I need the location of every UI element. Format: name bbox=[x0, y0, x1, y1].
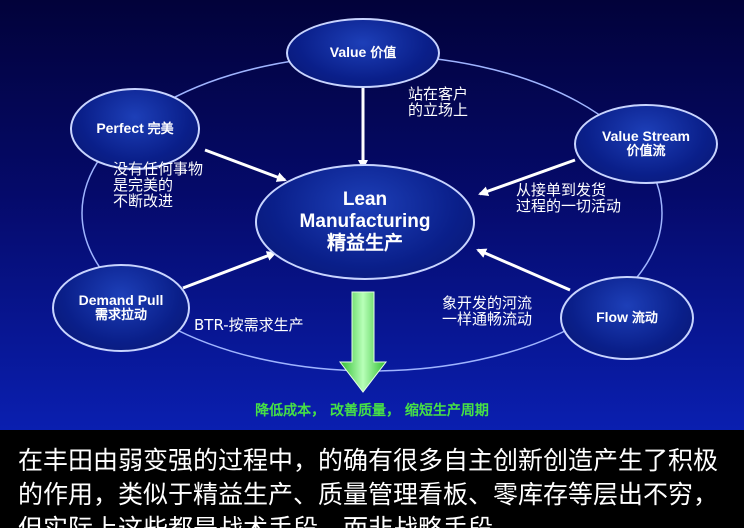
body-text: 在丰田由弱变强的过程中，的确有很多自主创新创造产生了积极的作用，类似于精益生产、… bbox=[0, 430, 744, 528]
arrow-demand-to-center bbox=[182, 251, 277, 290]
caption-perfect: 没有任何事物 是完美的 不断改进 bbox=[113, 160, 204, 210]
arrow-flow-to-center bbox=[476, 248, 571, 292]
caption-demand-pull: BTR-按需求生产 bbox=[194, 316, 304, 334]
caption-value-stream: 从接单到发货 过程的一切活动 bbox=[516, 181, 622, 215]
arrow-perfect-to-center bbox=[204, 148, 287, 182]
goal-text: 降低成本， 改善质量， 缩短生产周期 bbox=[255, 403, 489, 419]
result-arrow-icon bbox=[338, 291, 388, 393]
node-demand-pull: Demand Pull 需求拉动 bbox=[52, 264, 190, 352]
node-value: Value 价值 bbox=[286, 18, 440, 88]
node-value-stream: Value Stream 价值流 bbox=[574, 104, 718, 184]
node-lean-manufacturing: Lean Manufacturing 精益生产 bbox=[255, 164, 475, 280]
caption-flow: 象开发的河流 一样通畅流动 bbox=[442, 294, 533, 328]
caption-value: 站在客户 的立场上 bbox=[408, 85, 469, 119]
arrow-valuestream-to-center bbox=[478, 158, 576, 197]
node-perfect: Perfect 完美 bbox=[70, 88, 200, 170]
node-flow: Flow 流动 bbox=[560, 276, 694, 360]
lean-diagram-slide: Value 价值 Perfect 完美 Value Stream 价值流 Dem… bbox=[0, 0, 744, 430]
